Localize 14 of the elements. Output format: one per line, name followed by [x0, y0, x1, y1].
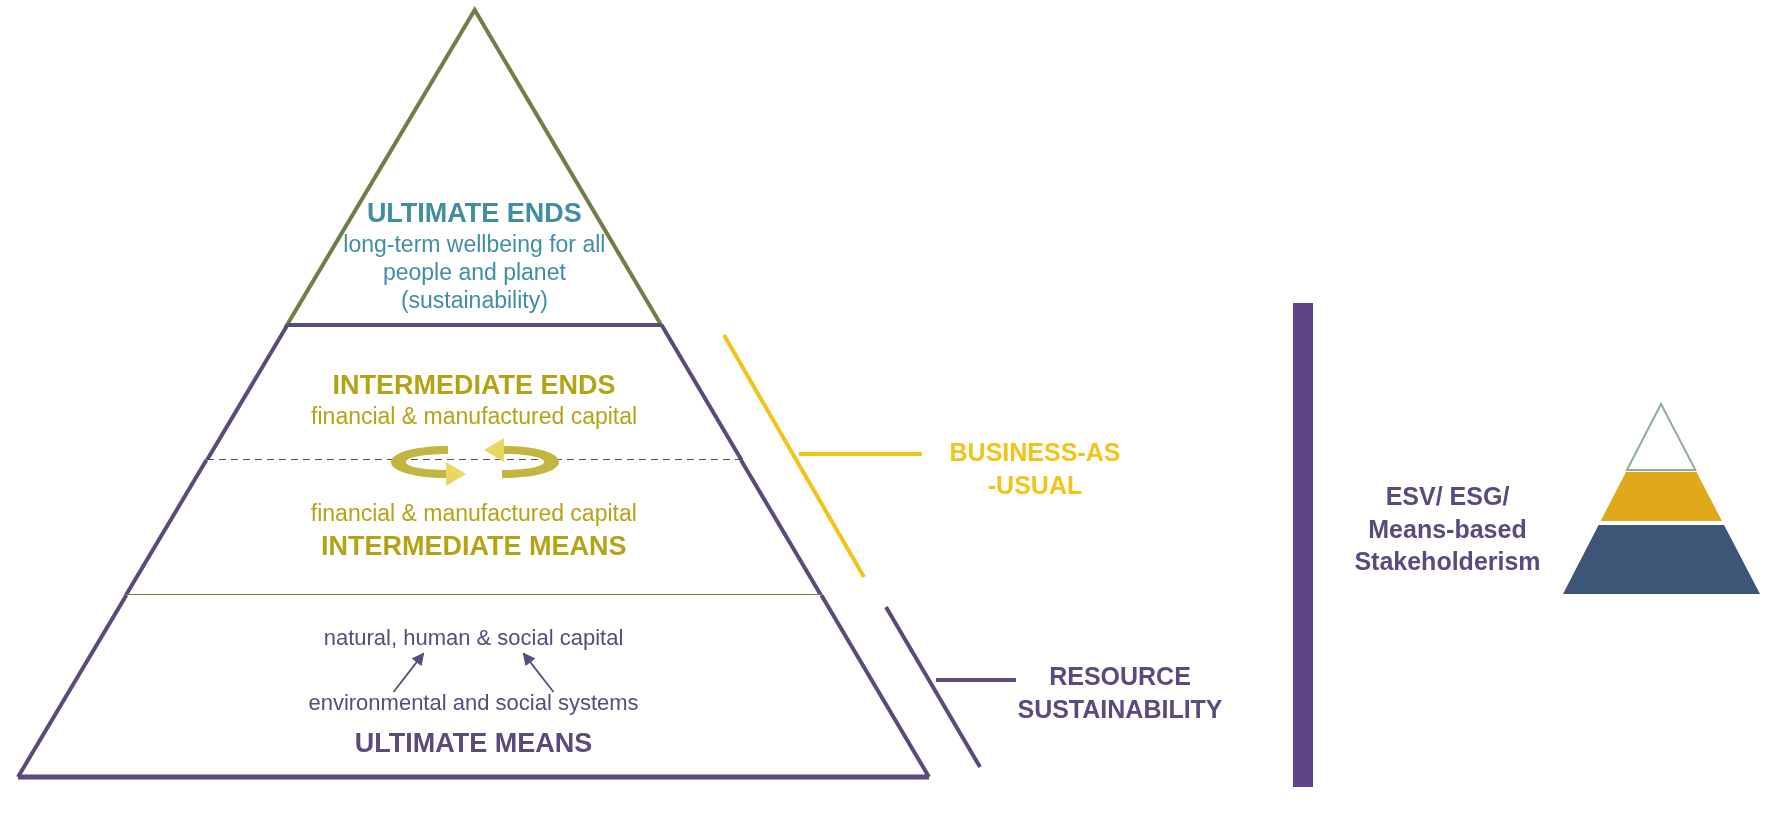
bracket-label: RESOURCE SUSTAINABILITY — [1016, 661, 1224, 725]
arrow — [392, 652, 425, 693]
bracket-label: ESV/ ESG/ Means-based Stakeholderism — [1353, 481, 1542, 577]
tier-heading: ULTIMATE ENDS — [366, 197, 582, 230]
tier-description: long-term wellbeing for all people and planet (sustainability) — [342, 231, 607, 315]
tier-heading: INTERMEDIATE ENDS — [332, 369, 616, 402]
tier-description: financial & manufactured capital — [311, 403, 638, 431]
bracket-label: BUSINESS-AS -USUAL — [948, 437, 1122, 501]
capital-text: environmental and social systems — [308, 690, 639, 717]
tier-heading: INTERMEDIATE MEANS — [321, 529, 627, 562]
tier-description: financial & manufactured capital — [310, 500, 637, 528]
tier-heading: ULTIMATE MEANS — [354, 727, 593, 760]
capital-text: natural, human & social capital — [323, 625, 624, 652]
arrow — [522, 652, 555, 693]
